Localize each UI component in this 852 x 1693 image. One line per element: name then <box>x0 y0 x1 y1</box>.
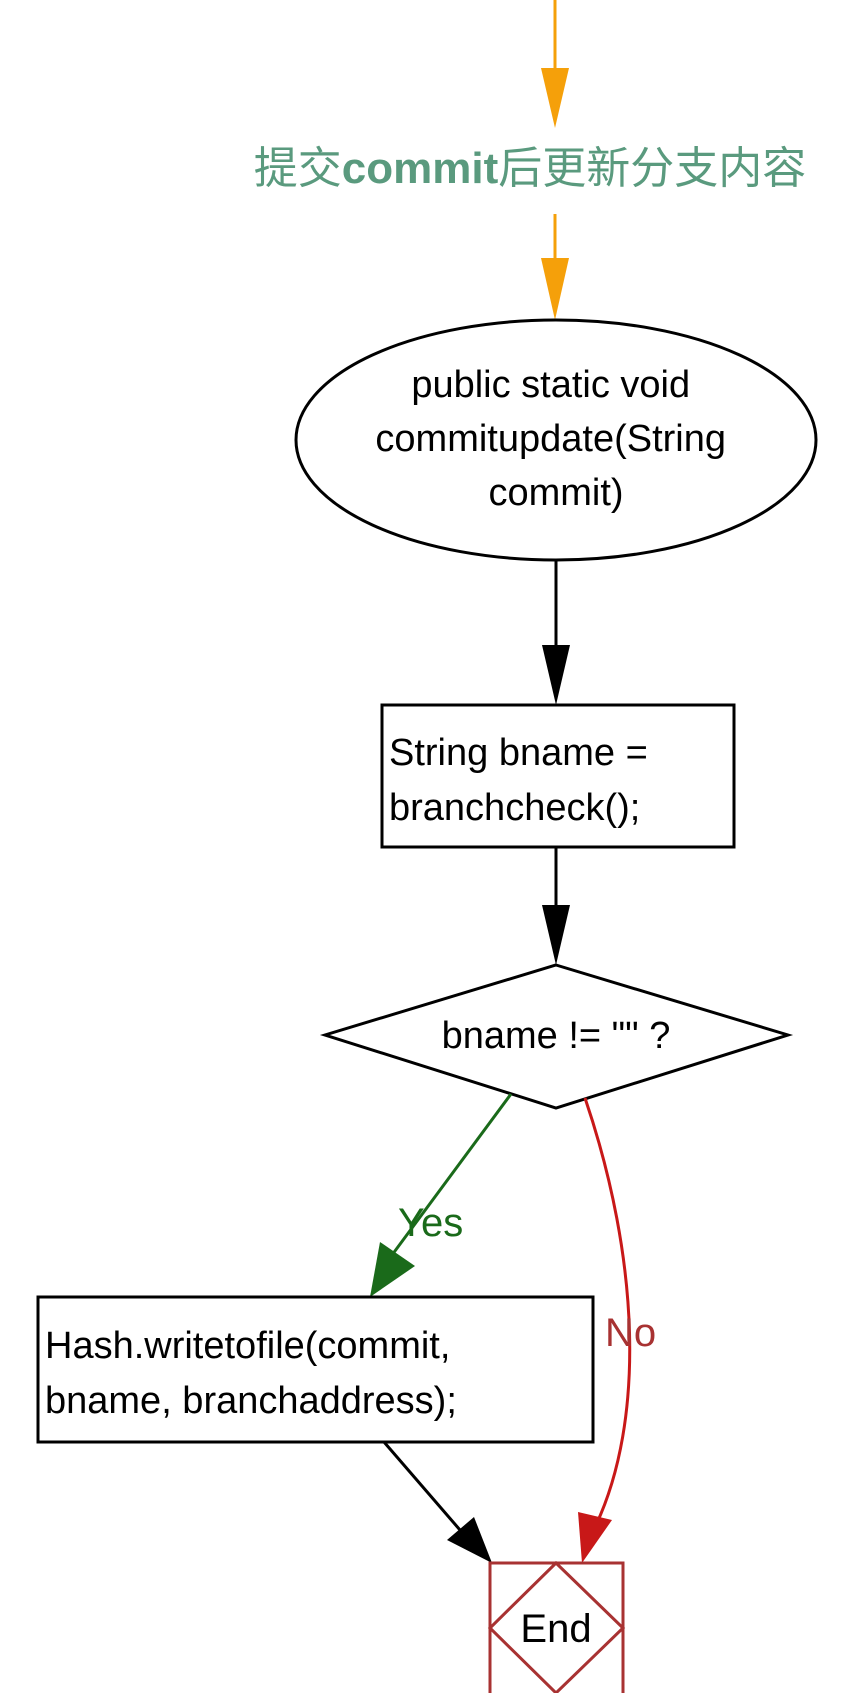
flow-caption: 提交commit后更新分支内容 <box>254 144 806 193</box>
decision-node-text: bname != "" ? <box>442 1015 671 1057</box>
assign-node-line-1: String bname = <box>389 732 648 774</box>
action-node: Hash.writetofile(commit, bname, branchad… <box>36 1295 595 1444</box>
action-node-line-2: bname, branchaddress); <box>45 1380 457 1422</box>
start-node-line-2: commitupdate(String <box>375 418 726 460</box>
start-node: public static void commitupdate(String c… <box>294 318 818 562</box>
assign-node: String bname = branchcheck(); <box>380 703 736 849</box>
caption-text-bold: commit <box>342 144 499 193</box>
arrow-action-to-end <box>382 1441 492 1563</box>
yes-label: Yes <box>398 1201 463 1245</box>
end-node: End <box>487 1560 626 1693</box>
svg-text:String bname = branchche: String bname = branchcheck(); <box>389 732 658 829</box>
caption-text-before: 提交 <box>254 144 342 193</box>
caption-text-after: 后更新分支内容 <box>498 144 806 193</box>
entry-arrow-to-start <box>541 214 569 320</box>
start-node-line-1: public static void <box>411 364 690 406</box>
start-node-line-3: commit) <box>488 472 623 514</box>
assign-node-line-2: branchcheck(); <box>389 787 640 829</box>
arrow-assign-to-decision <box>542 847 570 965</box>
svg-text:public static void commi: public static void commitupdate(String c… <box>375 364 736 514</box>
entry-arrow-top <box>541 0 569 128</box>
yes-branch-arrow <box>370 1093 513 1297</box>
action-node-line-1: Hash.writetofile(commit, <box>45 1325 450 1367</box>
svg-text:Hash.writetofile(commit,: Hash.writetofile(commit, bname, branchad… <box>45 1325 461 1422</box>
decision-node: bname != "" ? <box>319 963 794 1110</box>
arrow-start-to-assign <box>542 560 570 705</box>
no-label: No <box>605 1311 656 1355</box>
no-branch-arrow <box>578 1097 632 1563</box>
end-node-text: End <box>520 1607 591 1651</box>
